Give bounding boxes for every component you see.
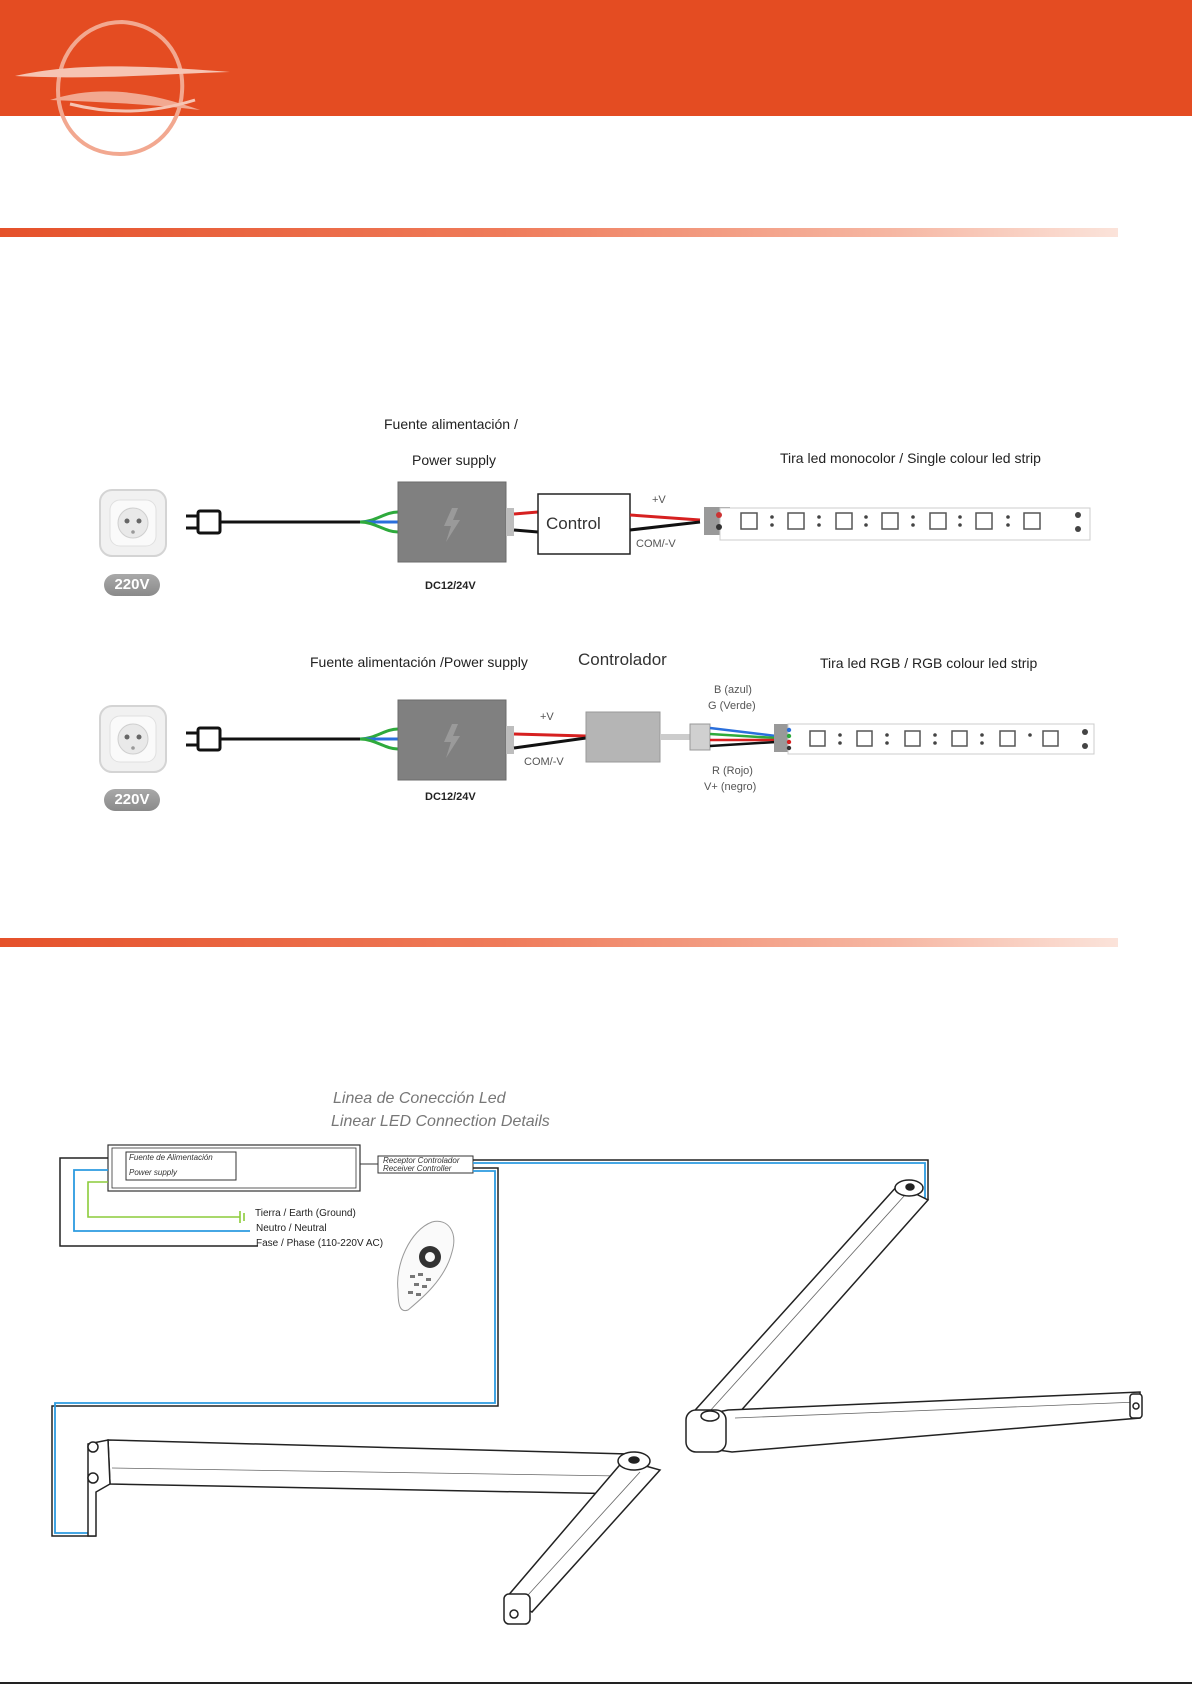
diagram1-power-supply-label-line1: Fuente alimentación / [384, 416, 518, 432]
diagram3-receiver-label-en: Receiver Controller [383, 1164, 452, 1173]
diagram3-ps-label-es: Fuente de Alimentación [129, 1153, 213, 1162]
diagram3-phase-label: Fase / Phase (110-220V AC) [256, 1238, 384, 1249]
diagram1-plug-icon [186, 509, 222, 535]
diagram1-plus-v-label: +V [652, 494, 666, 506]
footer-line [0, 1682, 1192, 1684]
diagram3-title-es: Linea de Conección Led [333, 1090, 506, 1107]
section-divider-middle [0, 938, 1118, 947]
diagram2-voltage-label: DC12/24V [425, 791, 476, 803]
diagram2-power-supply-label: Fuente alimentación /Power supply [310, 654, 528, 670]
diagram3-led-profile-right [685, 1179, 1143, 1453]
diagram2-controller-label: Controlador [578, 650, 667, 669]
diagram1-control-label: Control [546, 514, 601, 533]
diagram2-wire-vplus-label: V+ (negro) [704, 781, 757, 793]
diagram1-voltage-label: DC12/24V [425, 580, 476, 592]
diagram2-mains-badge: 220V [104, 789, 160, 811]
diagram1-mains-badge: 220V [104, 574, 160, 596]
diagram1-com-v-label: COM/-V [636, 538, 676, 550]
diagram2-plug-icon [186, 726, 222, 752]
diagram3-receiver-label-es: Receptor Controlador [383, 1156, 460, 1165]
diagram1-mains-socket [99, 489, 167, 557]
diagram3-led-profile-left [87, 1439, 662, 1625]
diagram1-power-supply-label-line2: Power supply [412, 452, 497, 468]
diagram1-power-supply [397, 481, 514, 563]
diagram3-neutral-label: Neutro / Neutral [256, 1223, 327, 1234]
diagram2-wire-g-label: G (Verde) [708, 700, 756, 712]
diagram3-ps-label-en: Power supply [129, 1168, 178, 1177]
diagram2-wire-r-label: R (Rojo) [712, 765, 753, 777]
diagram1-control-box [537, 493, 631, 555]
diagram3-earth-label: Tierra / Earth (Ground) [255, 1208, 356, 1219]
diagram1-led-strip [704, 507, 1091, 541]
brand-logo [15, 19, 230, 157]
diagram3-title-en: Linear LED Connection Details [331, 1113, 550, 1130]
diagram3-remote-icon [397, 1220, 455, 1312]
diagram3-power-supply-box [107, 1144, 361, 1192]
diagram1-strip-label: Tira led monocolor / Single colour led s… [780, 450, 1041, 466]
diagram2-wire-b-label: B (azul) [714, 684, 752, 696]
section-divider-top [0, 228, 1118, 237]
diagram2-com-v-label: COM/-V [524, 756, 564, 768]
diagram2-controller-box [585, 711, 661, 763]
diagram2-mains-socket [99, 705, 167, 773]
diagram2-power-supply [397, 699, 514, 781]
header-band [0, 0, 1192, 116]
diagram2-strip-label: Tira led RGB / RGB colour led strip [820, 655, 1038, 671]
diagram2-plus-v-label: +V [540, 711, 554, 723]
diagram2-led-strip [774, 723, 1095, 755]
